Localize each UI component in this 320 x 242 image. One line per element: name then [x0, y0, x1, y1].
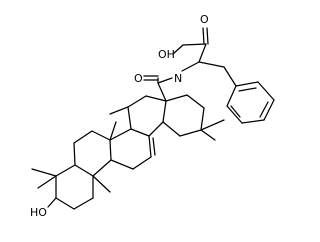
c-b4	[109, 139, 112, 161]
bond-b-methyl	[92, 175, 111, 193]
ph-b6	[226, 85, 237, 107]
d-b3	[127, 106, 132, 130]
e-b1	[165, 94, 188, 102]
d-b5	[148, 121, 164, 137]
ring-b	[73, 130, 112, 193]
e-b3	[200, 107, 205, 131]
b-b4	[74, 164, 94, 177]
carboxyl-group	[172, 27, 209, 55]
c-b3	[110, 159, 134, 170]
bond-gem-me-2	[200, 129, 216, 141]
a-b4	[73, 197, 94, 210]
bond-alpha-c	[198, 43, 207, 63]
e-b5	[162, 121, 181, 137]
bond-cooh-oh	[172, 44, 184, 55]
bond-c-methyl	[109, 121, 117, 141]
bond-cooh-c	[182, 43, 207, 46]
c-dbl	[152, 137, 156, 156]
ph-d1	[238, 87, 257, 92]
c-b5	[109, 128, 132, 141]
bond-gem-me-1	[200, 119, 225, 131]
b-b5	[92, 159, 112, 177]
e-b4	[179, 129, 202, 137]
c-b2	[132, 156, 152, 170]
bond-n-co	[157, 77, 173, 84]
structure-canvas: OH O N O HO	[30, 13, 275, 219]
a-b3	[55, 197, 75, 210]
d-b4	[130, 128, 150, 137]
bond-cooh-co-2	[206, 27, 209, 45]
b-b1	[91, 130, 111, 141]
c-b1	[148, 135, 152, 158]
a-b1	[55, 164, 76, 177]
d-b2	[127, 95, 147, 108]
chemical-structure-diagram: OH O N O HO	[30, 13, 275, 219]
ring-d	[127, 95, 167, 137]
ph-b2	[257, 81, 275, 101]
bond-cooh-co-1	[202, 27, 205, 45]
bond-alpha-ch2	[198, 61, 225, 68]
bond-gem-dimethyl-1	[31, 168, 57, 177]
bond-d-methyl	[109, 106, 129, 115]
bond-c3-oh	[47, 197, 57, 208]
e-b2	[186, 94, 205, 109]
ph-b1	[235, 81, 259, 87]
ring-a	[31, 164, 94, 210]
b-b2	[73, 130, 93, 144]
acid-carbonyl-oxygen-label: O	[200, 13, 209, 26]
ph-b4	[241, 119, 265, 124]
ring-c	[109, 106, 156, 170]
bond-ch2-ring	[223, 66, 237, 87]
ring-e	[162, 94, 225, 141]
acid-hydroxyl-label: OH	[158, 48, 175, 61]
bond-gem-dimethyl-2	[37, 175, 57, 189]
ph-d2	[259, 101, 269, 118]
d-b1	[145, 95, 167, 102]
bond-alpha-n	[181, 61, 200, 72]
amide-group	[143, 75, 173, 102]
ph-b5	[226, 105, 243, 124]
amide-nitrogen-label: N	[174, 72, 182, 85]
ph-d3	[230, 105, 241, 118]
amide-oxygen-label: O	[134, 72, 143, 85]
ring-hydroxyl-label: HO	[30, 206, 47, 219]
b-b3	[73, 142, 76, 166]
bond-amide-c28	[157, 82, 167, 102]
ph-b3	[263, 99, 275, 121]
alpha-carbon-benzyl	[181, 43, 237, 87]
phenyl-ring	[226, 81, 275, 124]
e-b6	[162, 100, 167, 123]
